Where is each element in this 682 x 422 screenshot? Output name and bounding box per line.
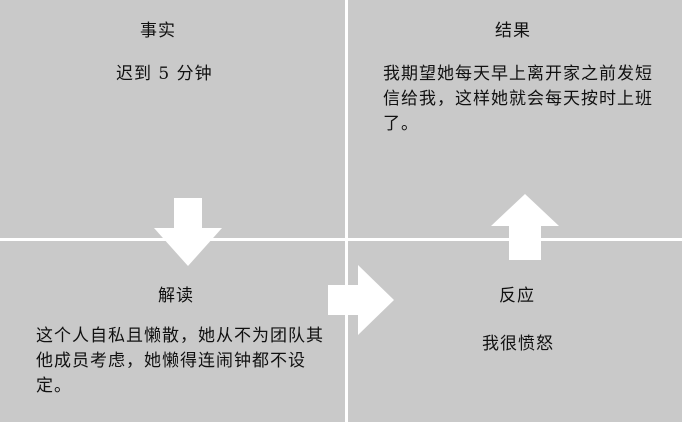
interpretation-text: 这个人自私且懒散，她从不为团队其他成员考虑，她懒得连闹钟都不设定。 — [36, 326, 324, 396]
down-arrow-icon — [154, 198, 222, 266]
up-arrow-icon — [491, 194, 559, 260]
facts-title: 事实 — [140, 21, 176, 41]
facts-panel — [0, 0, 345, 238]
consequence-panel — [348, 0, 682, 238]
consequence-title: 结果 — [495, 21, 531, 41]
interpretation-title: 解读 — [158, 286, 194, 306]
reaction-text: 我很愤怒 — [482, 334, 554, 354]
reaction-panel — [348, 241, 682, 422]
reaction-title: 反应 — [499, 286, 535, 306]
right-arrow-icon — [328, 265, 394, 335]
facts-text: 迟到 5 分钟 — [116, 64, 213, 84]
interpretation-panel — [0, 241, 345, 422]
consequence-text: 我期望她每天早上离开家之前发短信给我，这样她就会每天按时上班了。 — [383, 64, 653, 134]
